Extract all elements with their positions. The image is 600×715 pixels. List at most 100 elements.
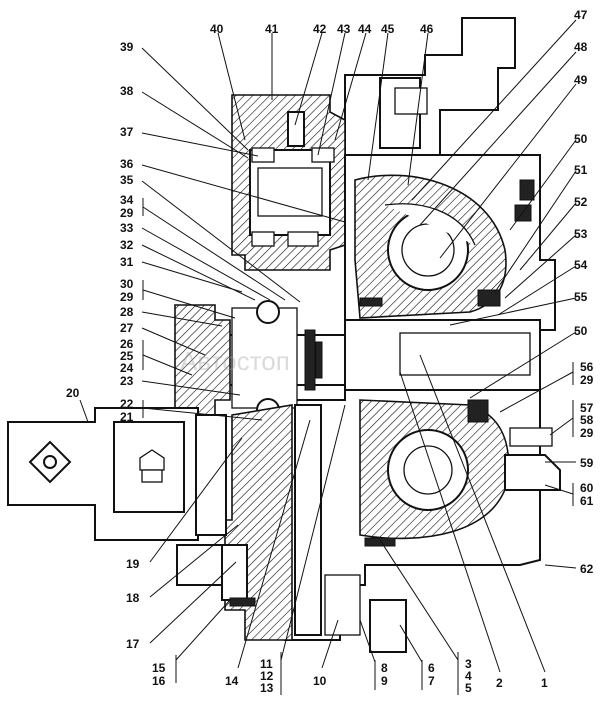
callout-label-40: 40 [210,22,224,36]
callout-46: 46 [407,22,434,186]
callout-35: 35 [120,173,301,303]
callout-33: 33 [120,221,271,301]
callout-50-upper: 50 [509,132,588,231]
callout-label-35: 35 [120,173,134,187]
callout-label-21: 21 [120,410,134,424]
callout-8-9: 89 [359,619,388,690]
callout-label-62: 62 [580,562,594,576]
callout-label-61: 61 [580,494,594,508]
valve-plug-base [141,469,163,483]
pump-bearing-upper-right [311,147,335,163]
callout-45: 45 [367,22,395,181]
clutch-disc-inner [315,341,323,379]
shaft-spline [399,332,531,376]
callout-37: 37 [120,125,259,157]
callout-label-14: 14 [225,674,239,688]
callout-label-59: 59 [580,456,594,470]
callout-label-5: 5 [465,681,472,695]
callout-label-24: 24 [120,361,134,375]
callout-53: 53 [504,227,588,299]
lower-left-cover [176,544,223,586]
callout-label-23: 23 [120,374,134,388]
callout-label-4: 4 [465,669,472,683]
callout-label-57: 57 [580,401,594,415]
callout-label-30: 30 [120,277,134,291]
callout-label-9: 9 [381,674,388,688]
callout-label-43: 43 [337,22,351,36]
callout-label-53: 53 [574,227,588,241]
side-pump-flange [195,414,227,536]
callout-label-6: 6 [428,661,435,675]
callout-1: 1 [419,354,548,690]
clutch-disc [304,329,316,391]
right-fitting [504,454,561,491]
callout-label-25: 25 [120,349,134,363]
callout-36: 36 [120,157,346,223]
callout-40: 40 [210,22,246,141]
callout-label-55: 55 [574,290,588,304]
callout-label-44: 44 [358,22,372,36]
callout-label-37: 37 [120,125,134,139]
callout-42: 42 [294,22,327,126]
callout-label-7: 7 [428,674,435,688]
pump-bearing-lower-right [287,231,319,247]
callout-label-17: 17 [126,637,140,651]
callout-label-36: 36 [120,157,134,171]
callout-label-11: 11 [260,657,273,671]
callout-label-58: 58 [580,413,594,427]
callout-55: 55 [449,290,588,326]
vent-upper [519,179,535,201]
upper-plug [394,87,428,115]
callout-3-4-5: 345 [379,539,472,695]
callout-label-2: 2 [496,676,503,690]
boss-hole [43,455,57,469]
callout-39: 39 [120,40,249,151]
upper-right-housing [344,17,516,156]
callout-label-50a: 50 [574,132,588,146]
callout-17: 17 [126,561,237,651]
callout-label-54: 54 [574,258,588,272]
upper-blade [384,203,476,246]
housing-partition [294,404,322,636]
callout-43: 43 [317,22,351,156]
callout-38: 38 [120,84,249,159]
callout-28: 28 [120,305,223,327]
callout-19: 19 [126,437,243,571]
callout-10: 10 [313,619,339,688]
callout-62: 62 [544,562,594,576]
callout-label-16: 16 [152,674,166,688]
callout-label-48: 48 [574,40,588,54]
callout-label-29b: 29 [120,290,134,304]
callout-32: 32 [120,238,256,301]
callout-47: 47 [411,8,588,201]
callout-label-49: 49 [574,73,588,87]
callout-label-27: 27 [120,321,134,335]
callout-label-41: 41 [265,22,279,36]
callout-label-50b: 50 [574,324,588,338]
callout-label-56: 56 [580,360,594,374]
callout-52: 52 [519,195,588,271]
callout-41: 41 [265,22,279,100]
callout-label-51: 51 [574,163,588,177]
callout-label-38: 38 [120,84,134,98]
callout-49: 49 [439,73,588,259]
callout-48: 48 [419,40,588,226]
lower-left-flange [221,544,248,601]
callout-label-1: 1 [541,676,548,690]
callout-label-29c: 29 [580,373,594,387]
callout-31: 31 [120,255,243,293]
callout-label-28: 28 [120,305,134,319]
callout-label-29d: 29 [580,426,594,440]
callout-label-52: 52 [574,195,588,209]
callout-54: 54 [497,258,588,316]
callout-label-31: 31 [120,255,134,269]
callout-label-3: 3 [465,657,472,671]
callout-label-39: 39 [120,40,134,54]
